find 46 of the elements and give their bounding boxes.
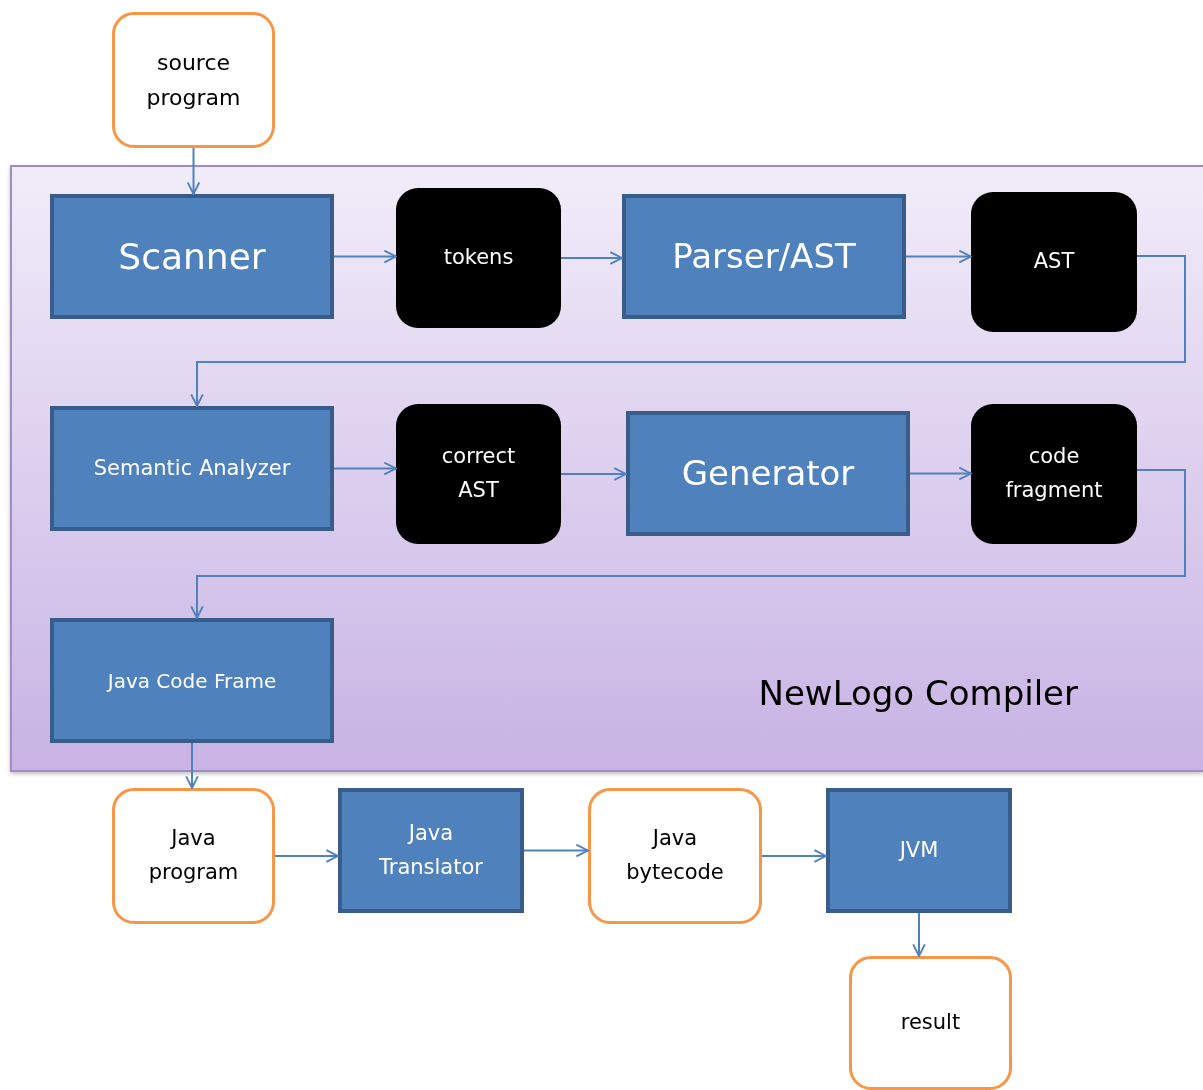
arrow [333, 249, 397, 264]
node-label: Java program [147, 825, 240, 886]
node-label: Java Code Frame [107, 667, 277, 695]
node-label: JVM [899, 836, 939, 864]
node-label: code fragment [1004, 443, 1104, 504]
terminal-box [112, 788, 275, 924]
data-box [396, 404, 561, 544]
terminal-box [588, 788, 762, 924]
arrow [905, 249, 972, 264]
node-label: Java bytecode [625, 825, 725, 886]
arrow [560, 467, 627, 481]
terminal-box [112, 12, 275, 148]
terminal-box [849, 956, 1012, 1090]
arrow [190, 255, 1186, 407]
data-box [971, 192, 1137, 332]
node-label: Parser/AST [672, 235, 856, 279]
compiler-band [10, 165, 1203, 772]
process-box [338, 788, 524, 913]
node-label: tokens [443, 244, 514, 272]
arrow [333, 461, 397, 476]
node-label: source program [145, 48, 242, 112]
arrow [523, 843, 589, 858]
process-box [50, 618, 334, 743]
node-label: Scanner [118, 234, 266, 279]
arrow [186, 147, 201, 195]
node-label: Java Translator [378, 819, 484, 881]
process-box [622, 194, 906, 319]
arrow [560, 251, 623, 265]
process-box [826, 788, 1012, 913]
data-box [971, 404, 1137, 544]
node-label: result [900, 1009, 961, 1037]
process-box [50, 406, 334, 531]
data-box [396, 188, 561, 328]
arrow [909, 466, 972, 481]
node-label: correct AST [440, 443, 517, 504]
process-box [626, 411, 910, 536]
arrow [761, 849, 827, 863]
node-label: Generator [681, 452, 855, 496]
process-box [50, 194, 334, 319]
node-label: Semantic Analyzer [93, 454, 291, 482]
node-label: AST [1033, 248, 1075, 276]
arrow [912, 912, 926, 957]
compiler-title: NewLogo Compiler [758, 671, 1078, 715]
arrow [190, 469, 1186, 619]
arrow [274, 849, 339, 863]
arrow [185, 742, 199, 789]
